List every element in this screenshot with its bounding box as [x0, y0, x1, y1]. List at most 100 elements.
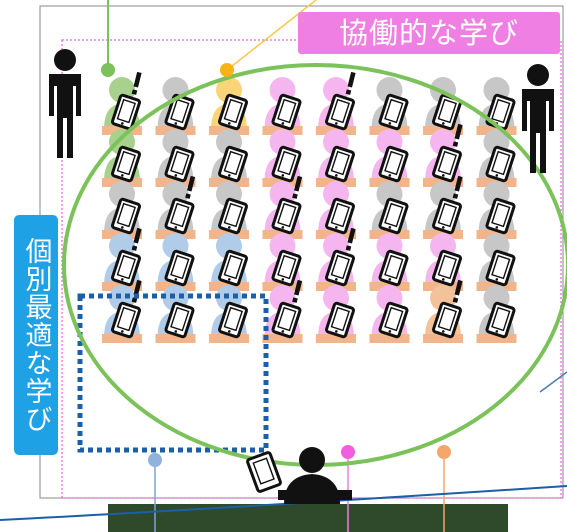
- student-icon: [155, 233, 196, 291]
- student-icon: [102, 279, 142, 343]
- desk: [423, 334, 463, 343]
- exclamation-icon: [131, 279, 142, 303]
- teacher-figure-icon: [49, 49, 81, 158]
- tablet-icon: [432, 249, 462, 287]
- desk: [316, 334, 356, 343]
- tablet-icon: [325, 249, 355, 287]
- desk: [155, 334, 196, 343]
- leader-line-right: [539, 371, 567, 393]
- tablet-icon: [218, 249, 248, 287]
- student-icon: [369, 129, 410, 187]
- desk: [476, 334, 517, 343]
- student-icon: [262, 279, 303, 343]
- tablet-icon: [271, 197, 302, 235]
- tablet-icon: [271, 145, 302, 183]
- collaborative-learning-label: 協働的な学び: [298, 12, 560, 54]
- exclamation-icon: [345, 71, 356, 95]
- blackboard: [108, 504, 508, 532]
- front-teacher-icon: [246, 447, 352, 504]
- student-icon: [369, 285, 410, 343]
- tablet-icon: [111, 301, 141, 339]
- student-icon: [209, 129, 249, 187]
- individual-group-box: [77, 293, 269, 453]
- exclamation-icon: [131, 71, 142, 95]
- tablet-icon: [485, 145, 516, 183]
- tablet-icon: [164, 93, 195, 131]
- tablet-icon: [325, 301, 355, 339]
- tablet-icon: [111, 197, 141, 235]
- tablet-icon: [485, 249, 516, 287]
- desk: [262, 334, 303, 343]
- student-icon: [155, 285, 196, 343]
- student-icon: [209, 77, 249, 135]
- tablet-icon: [378, 249, 409, 287]
- leader-dot-blue: [148, 453, 162, 467]
- tablet-icon: [111, 145, 141, 183]
- tablet-icon: [378, 197, 409, 235]
- tablet-icon: [485, 93, 516, 131]
- student-icon: [476, 181, 517, 239]
- tablet-icon: [271, 301, 302, 339]
- student-icon: [476, 285, 517, 343]
- tablet-icon: [325, 145, 355, 183]
- student-icon: [316, 227, 356, 291]
- tablet-icon: [378, 145, 409, 183]
- student-icon: [155, 129, 196, 187]
- student-icon: [369, 181, 410, 239]
- tablet-icon: [378, 93, 409, 131]
- tablet-icon: [164, 301, 195, 339]
- tablet-icon: [164, 249, 195, 287]
- leader-line-yellow: [226, 0, 317, 71]
- tablet-icon: [218, 301, 248, 339]
- tablet-icon: [218, 197, 248, 235]
- student-icon: [369, 77, 410, 135]
- tablet-icon: [218, 145, 248, 183]
- tablet-icon: [485, 301, 516, 339]
- student-icon: [102, 181, 142, 239]
- tablet-icon: [164, 197, 195, 235]
- teacher-figure-icon: [522, 64, 554, 173]
- exclamation-icon: [452, 279, 463, 303]
- tablet-icon: [378, 301, 409, 339]
- tablet-icon: [271, 93, 302, 131]
- tablet-icon: [218, 93, 248, 131]
- student-icon: [316, 285, 356, 343]
- student-icon: [316, 181, 356, 239]
- tablet-icon: [325, 197, 355, 235]
- student-icon: [476, 233, 517, 291]
- exclamation-icon: [131, 227, 142, 251]
- student-icon: [423, 279, 463, 343]
- exclamation-icon: [185, 175, 196, 199]
- individual-learning-label: 個別最適な学び: [14, 215, 58, 455]
- student-icon: [209, 181, 249, 239]
- tablet-icon: [432, 93, 462, 131]
- tablet-icon: [325, 93, 355, 131]
- exclamation-icon: [452, 175, 463, 199]
- student-icon: [423, 233, 463, 291]
- desk: [209, 334, 249, 343]
- tablet-icon: [432, 197, 462, 235]
- tablet-icon: [485, 197, 516, 235]
- student-icon: [316, 71, 356, 135]
- exclamation-icon: [345, 227, 356, 251]
- student-icon: [316, 129, 356, 187]
- tablet-icon: [432, 301, 462, 339]
- tablet-icon: [164, 145, 195, 183]
- student-icon: [209, 285, 249, 343]
- leader-dot-orange: [437, 445, 451, 459]
- leader-dot-pink: [341, 445, 355, 459]
- exclamation-icon: [452, 123, 463, 147]
- student-icon: [262, 233, 303, 291]
- tablet-icon: [271, 249, 302, 287]
- student-icon: [262, 77, 303, 135]
- leader-dot-green: [101, 63, 115, 77]
- exclamation-icon: [292, 279, 303, 303]
- desk: [102, 334, 142, 343]
- student-icon: [369, 233, 410, 291]
- student-icon: [262, 129, 303, 187]
- tablet-icon: [111, 249, 141, 287]
- floor-line: [0, 485, 567, 521]
- student-icon: [476, 129, 517, 187]
- desk: [369, 334, 410, 343]
